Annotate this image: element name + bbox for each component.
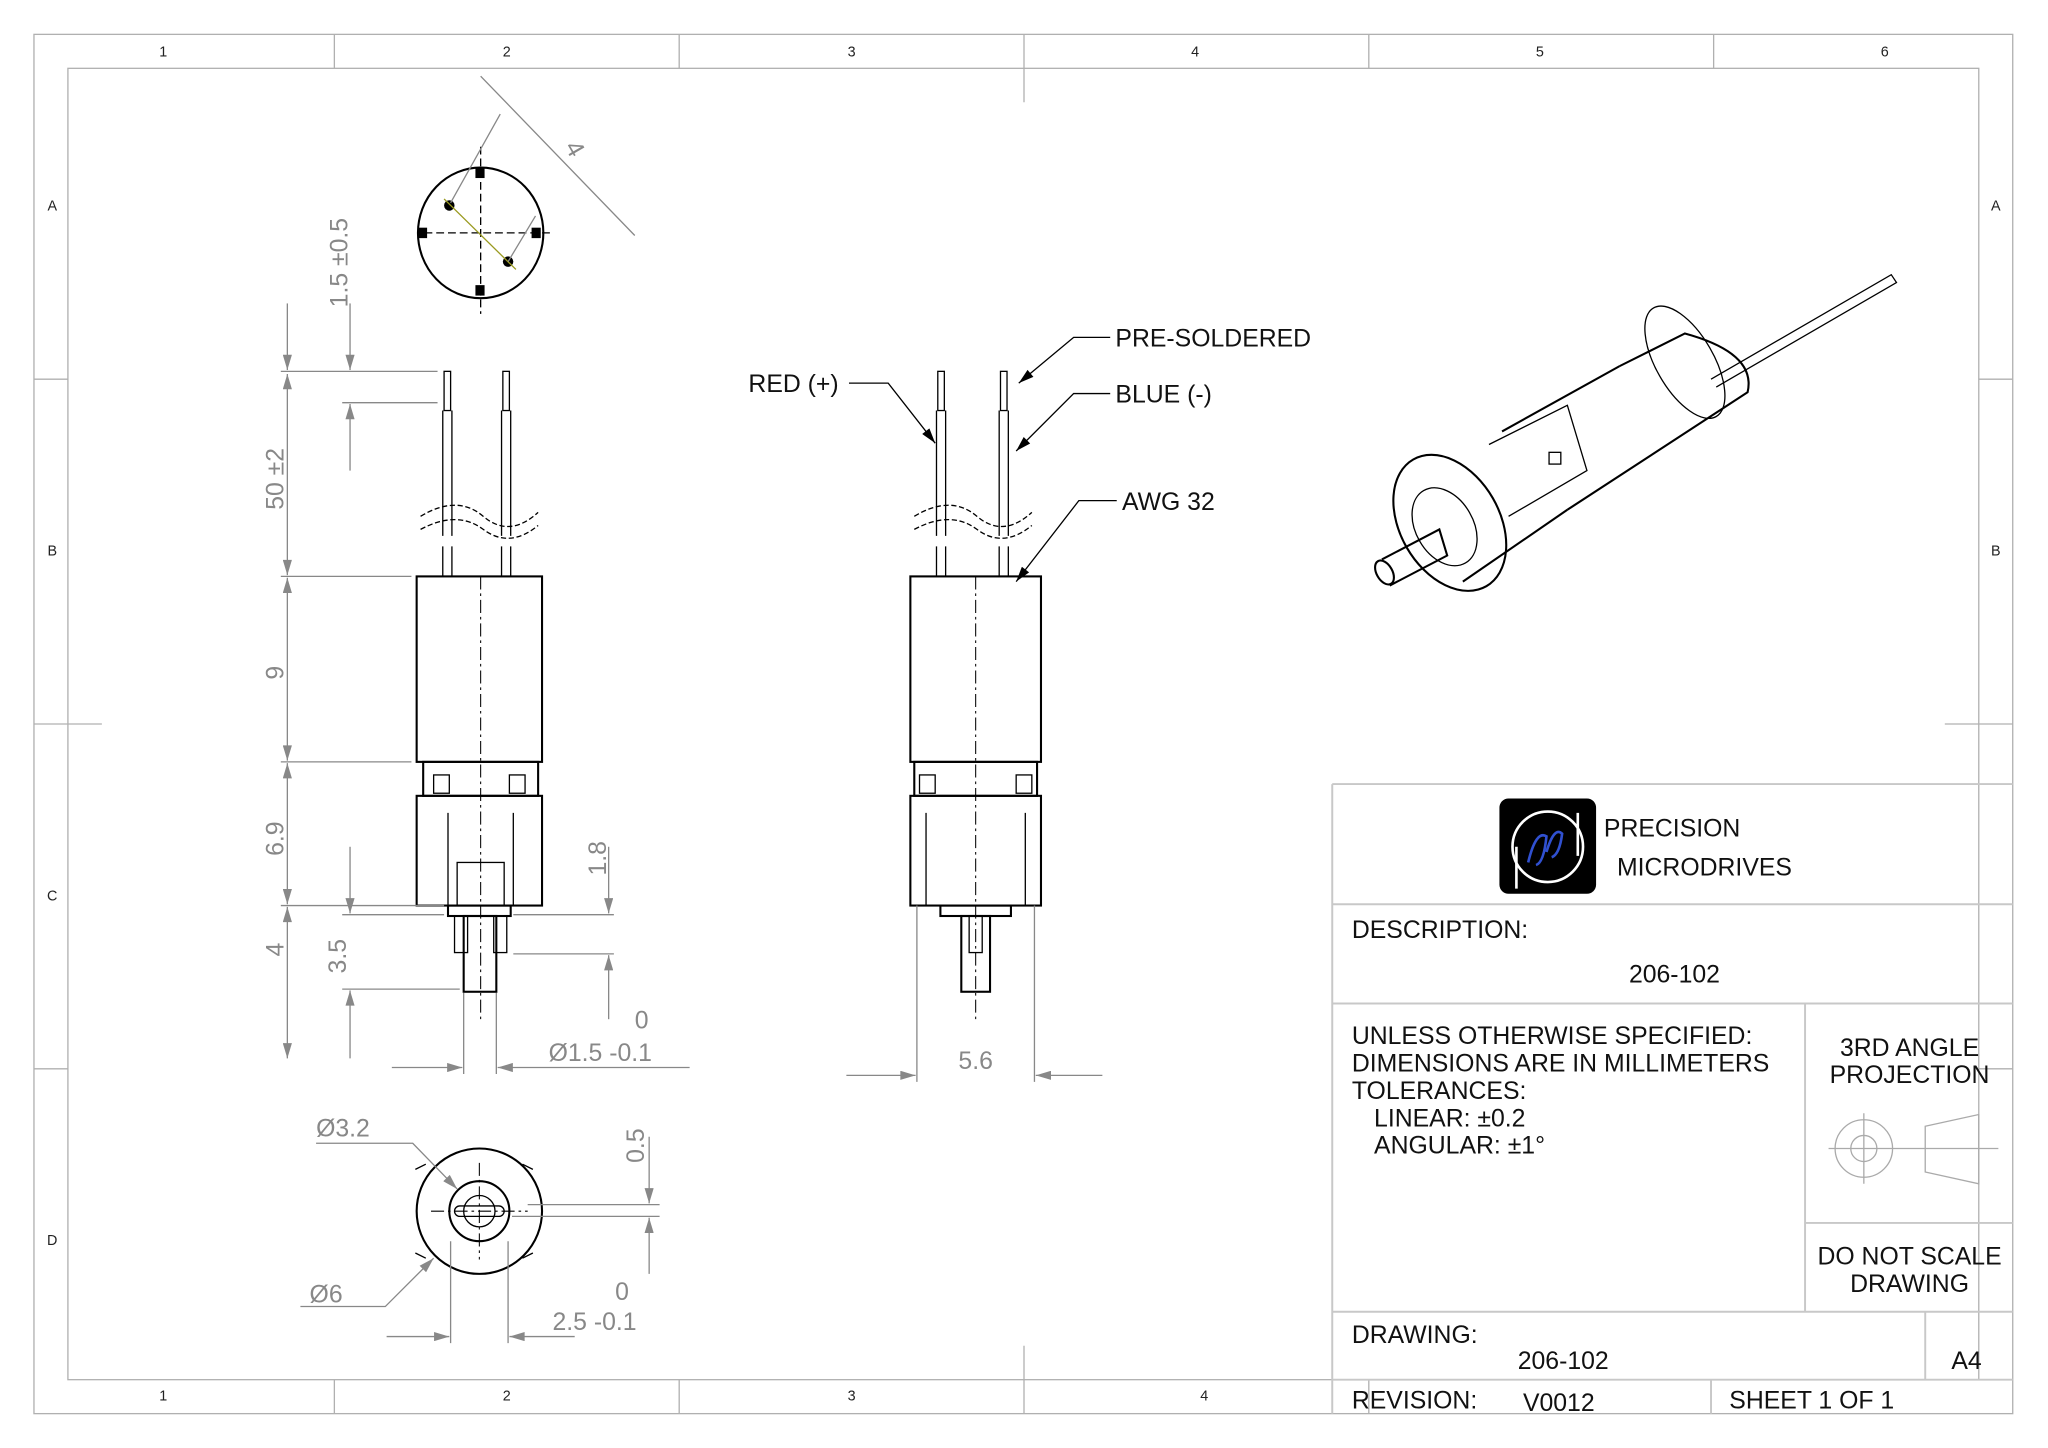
isometric-view	[1374, 273, 1898, 592]
zone-labels: 1 2 3 4 5 6 1 2 3 4 A B C D A B	[47, 45, 2001, 1405]
svg-text:RED (+): RED (+)	[748, 371, 838, 398]
svg-text:DIMENSIONS ARE IN MILLIMETERS: DIMENSIONS ARE IN MILLIMETERS	[1352, 1050, 1770, 1077]
svg-text:DO NOT SCALE: DO NOT SCALE	[1817, 1244, 2001, 1271]
third-angle-projection-symbol	[1828, 1113, 1999, 1185]
svg-text:SHEET 1 OF 1: SHEET 1 OF 1	[1729, 1387, 1894, 1414]
svg-text:4: 4	[1191, 45, 1199, 61]
svg-text:B: B	[1991, 544, 2001, 560]
svg-text:0.5: 0.5	[623, 1128, 650, 1162]
front-view	[415, 370, 544, 1020]
svg-text:1.8: 1.8	[585, 841, 612, 875]
svg-text:Ø1.5 -0.1: Ø1.5 -0.1	[549, 1040, 652, 1067]
svg-text:3: 3	[848, 1389, 856, 1405]
svg-text:5: 5	[1536, 45, 1544, 61]
svg-text:2: 2	[503, 1389, 511, 1405]
leader-notes: PRE-SOLDERED RED (+) BLUE (-) AWG 32	[748, 326, 1311, 583]
svg-text:2.5 -0.1: 2.5 -0.1	[552, 1309, 636, 1336]
svg-text:3: 3	[848, 45, 856, 61]
svg-text:REVISION:: REVISION:	[1352, 1387, 1477, 1414]
svg-text:4: 4	[262, 942, 289, 956]
company-name-line1: PRECISION	[1604, 815, 1740, 842]
company-name-line2: MICRODRIVES	[1617, 855, 1792, 882]
svg-text:LINEAR: ±0.2: LINEAR: ±0.2	[1374, 1105, 1525, 1132]
svg-text:2: 2	[503, 45, 511, 61]
svg-text:DESCRIPTION:: DESCRIPTION:	[1352, 917, 1528, 944]
revision-value: V0012	[1523, 1390, 1595, 1417]
svg-text:4: 4	[1200, 1389, 1208, 1405]
svg-text:1: 1	[159, 45, 167, 61]
svg-text:DRAWING:: DRAWING:	[1352, 1322, 1478, 1349]
svg-text:6.9: 6.9	[262, 821, 289, 855]
svg-text:PRE-SOLDERED: PRE-SOLDERED	[1115, 326, 1311, 353]
description-value: 206-102	[1629, 962, 1720, 989]
svg-text:C: C	[47, 888, 57, 904]
svg-text:A4: A4	[1951, 1348, 1982, 1375]
svg-text:3RD ANGLE: 3RD ANGLE	[1840, 1035, 1979, 1062]
svg-text:ANGULAR: ±1°: ANGULAR: ±1°	[1374, 1133, 1545, 1160]
svg-text:AWG 32: AWG 32	[1122, 489, 1215, 516]
svg-text:50 ±2: 50 ±2	[262, 448, 289, 510]
svg-text:DRAWING: DRAWING	[1850, 1271, 1969, 1298]
sheet-frame	[33, 33, 2014, 1415]
svg-text:UNLESS OTHERWISE SPECIFIED:: UNLESS OTHERWISE SPECIFIED:	[1352, 1023, 1753, 1050]
svg-text:A: A	[47, 199, 57, 215]
svg-text:1.5 ±0.5: 1.5 ±0.5	[326, 218, 353, 307]
svg-text:D: D	[47, 1233, 57, 1249]
svg-text:TOLERANCES:: TOLERANCES:	[1352, 1078, 1527, 1105]
front-view-dimensions: 1.5 ±0.5 50 ±2 9 6.9 4 3.5 1.8 0 Ø1.5 -0…	[262, 218, 690, 1075]
svg-text:Ø3.2: Ø3.2	[316, 1116, 370, 1143]
side-view: 5.6	[846, 370, 1103, 1082]
svg-text:3.5: 3.5	[325, 939, 352, 973]
title-block: PRECISION MICRODRIVES DESCRIPTION: 206-1…	[1331, 783, 2013, 1417]
svg-text:B: B	[47, 544, 57, 560]
svg-text:Ø6: Ø6	[310, 1282, 343, 1309]
company-logo	[1499, 798, 1597, 894]
svg-text:BLUE (-): BLUE (-)	[1115, 382, 1211, 409]
svg-text:6: 6	[1881, 45, 1889, 61]
svg-text:PROJECTION: PROJECTION	[1830, 1062, 1990, 1089]
svg-text:A: A	[1991, 199, 2001, 215]
svg-text:1: 1	[159, 1389, 167, 1405]
svg-text:9: 9	[262, 666, 289, 680]
svg-text:0: 0	[615, 1279, 629, 1306]
top-view: 4	[416, 75, 636, 314]
drawing-number: 206-102	[1518, 1348, 1609, 1375]
svg-text:4: 4	[559, 136, 589, 162]
bottom-view: Ø3.2 Ø6 0.5 0 2.5 -0.1	[300, 1116, 660, 1344]
svg-text:5.6: 5.6	[958, 1048, 992, 1075]
svg-text:0: 0	[635, 1007, 649, 1034]
